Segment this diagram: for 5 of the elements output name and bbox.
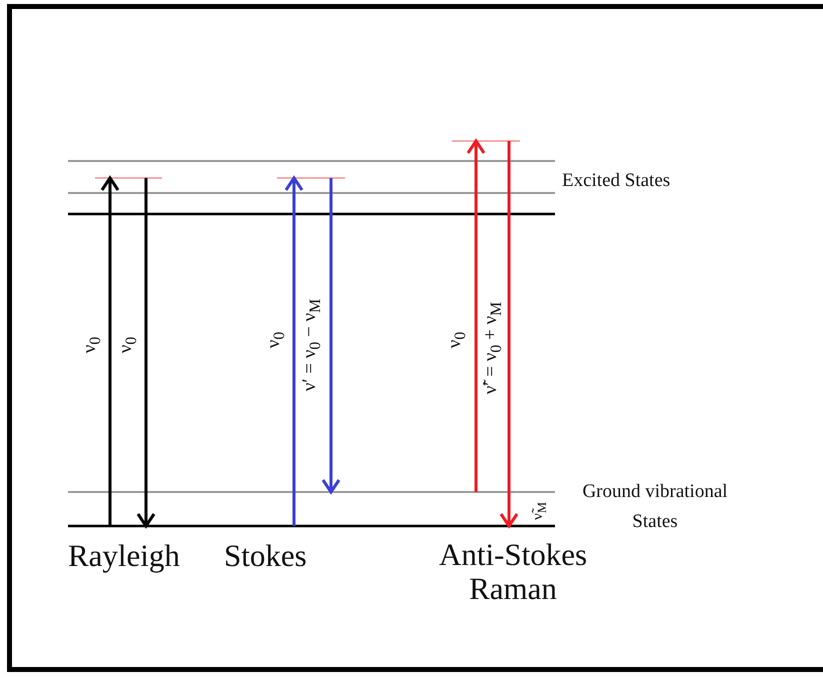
scattering-type-label: Anti-Stokes Raman [438,538,588,606]
scattering-type-label: Rayleigh [68,538,180,574]
level-label: Excited States [562,170,670,192]
scattering-type-label: Stokes [224,538,307,574]
level-label: Ground vibrational States [581,480,729,534]
